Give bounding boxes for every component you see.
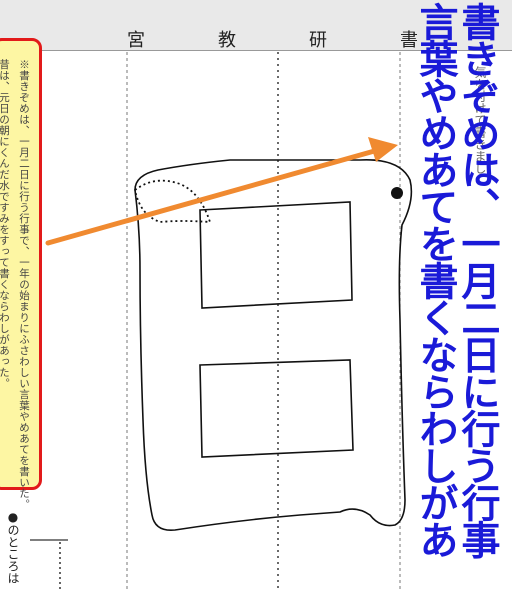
header-char-1: 宮 bbox=[127, 30, 145, 51]
callout-arrow-head bbox=[368, 137, 398, 162]
start-dot bbox=[391, 187, 403, 199]
upper-box bbox=[199, 201, 353, 309]
right-edge-text: 気を付けて書きまし bbox=[473, 66, 487, 174]
note-line-1: ※書きぞめは、一月二日に行う行事で、一年の始まりにふさわしい言葉やめあてを書いた… bbox=[18, 59, 30, 510]
lower-box bbox=[199, 359, 354, 458]
callout-arrow-line bbox=[45, 147, 381, 246]
bottom-note: ●のところは bbox=[6, 510, 20, 584]
header-char-3: 研 bbox=[309, 30, 327, 51]
caption-line-1: 書きぞめは、一月二日に行う行事 bbox=[455, 2, 500, 557]
note-box: ※書きぞめは、一月二日に行う行事で、一年の始まりにふさわしい言葉やめあてを書いた… bbox=[0, 38, 42, 510]
header-char-4: 書 bbox=[400, 30, 418, 51]
header-bar bbox=[0, 0, 512, 50]
header-char-2: 教 bbox=[218, 30, 236, 51]
note-line-2: 昔は、元日の朝にくんだ水ですみをすって書くならわしがあった。 bbox=[0, 59, 10, 389]
header-divider bbox=[0, 50, 512, 51]
character-outline bbox=[134, 159, 413, 532]
caption-line-2: 言葉やめあてを書くならわしがあ bbox=[413, 2, 458, 557]
